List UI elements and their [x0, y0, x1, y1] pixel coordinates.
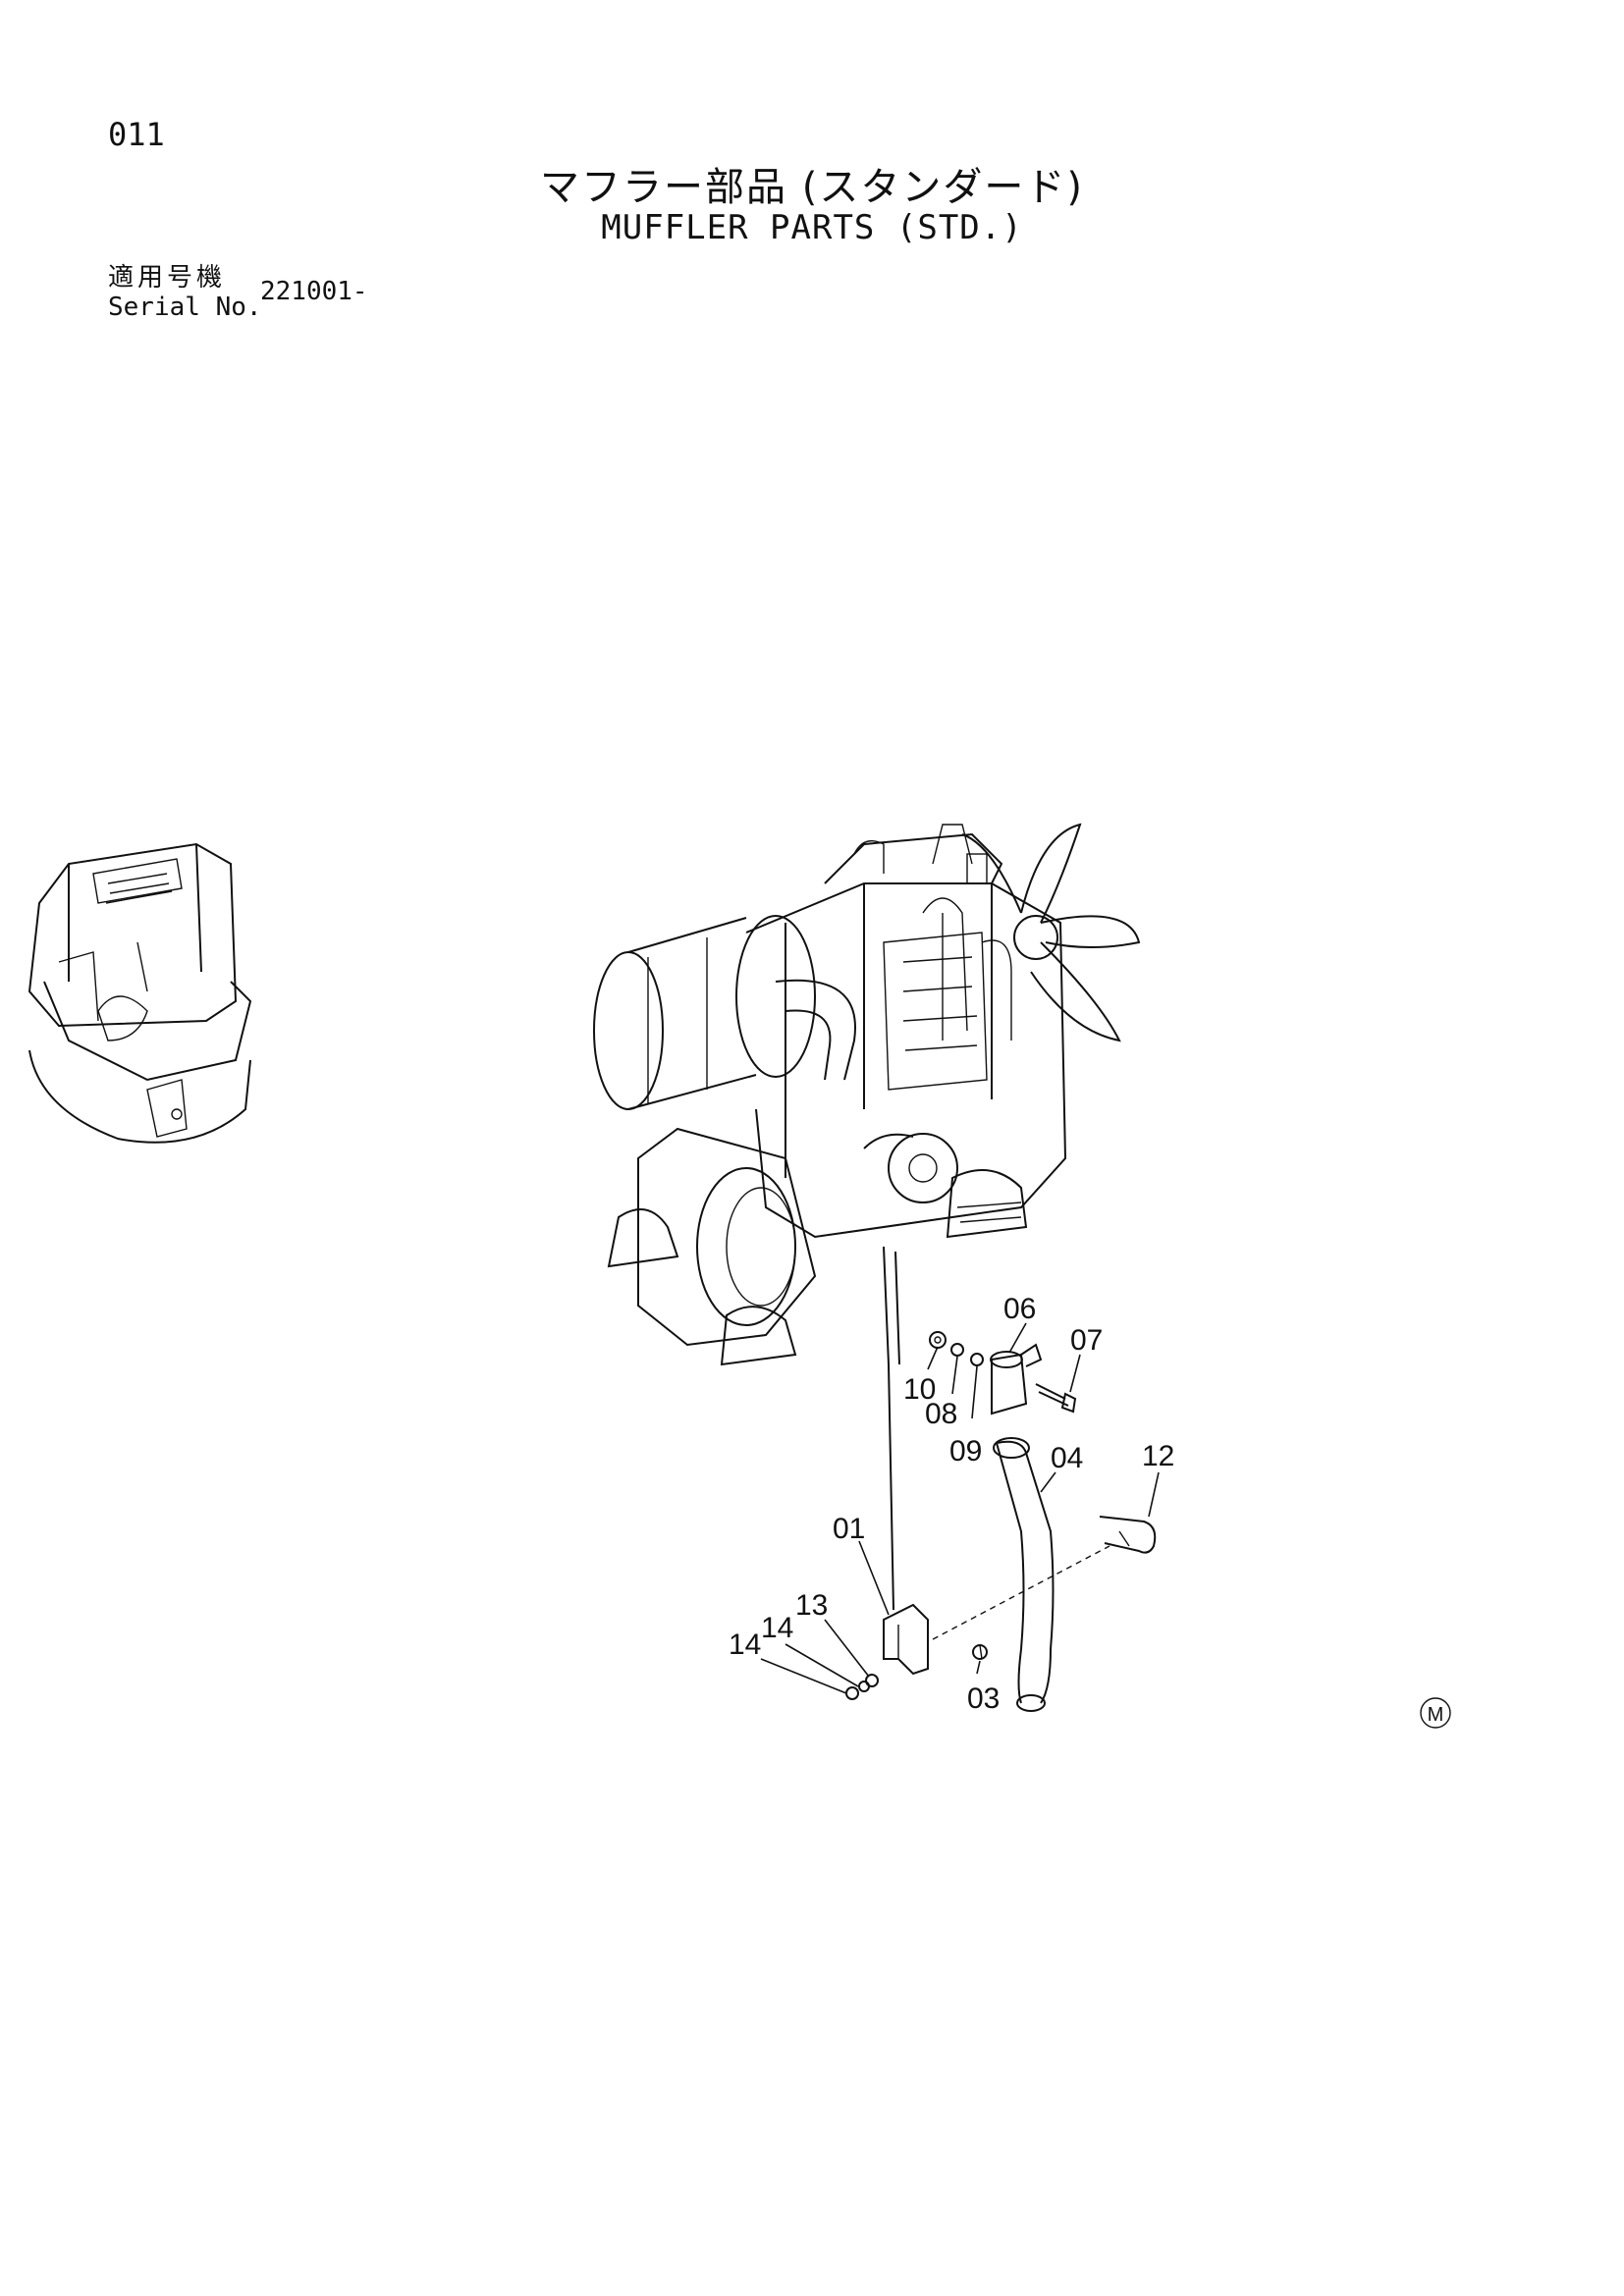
serial-label-jp: 適用号機 [108, 263, 227, 293]
circled-m-mark: M [1420, 1697, 1451, 1729]
part-label-14-lower: 14 [729, 1629, 761, 1661]
part-label-14-upper: 14 [761, 1612, 793, 1644]
part-label-06: 06 [1003, 1293, 1036, 1325]
serial-value: 221001- [260, 277, 368, 306]
excavator-thumbnail-icon [27, 842, 252, 1144]
page-title-jp: マフラー部品 (スタンダード) [540, 165, 1084, 210]
part-label-12: 12 [1142, 1440, 1174, 1472]
exploded-parts [760, 1246, 1160, 1712]
part-label-04: 04 [1051, 1442, 1083, 1474]
part-label-13: 13 [795, 1589, 828, 1622]
part-label-03: 03 [967, 1682, 1000, 1715]
engine-illustration [593, 823, 1141, 1366]
part-label-01: 01 [833, 1513, 865, 1545]
page-title-en: MUFFLER PARTS (STD.) [601, 208, 1023, 247]
serial-label-en: Serial No. [108, 293, 262, 322]
part-label-09: 09 [949, 1435, 982, 1468]
page-number: 011 [108, 116, 165, 153]
part-label-07: 07 [1070, 1324, 1103, 1357]
part-label-08: 08 [925, 1398, 957, 1430]
mark-letter: M [1428, 1704, 1444, 1726]
part-label-10: 10 [903, 1373, 936, 1406]
